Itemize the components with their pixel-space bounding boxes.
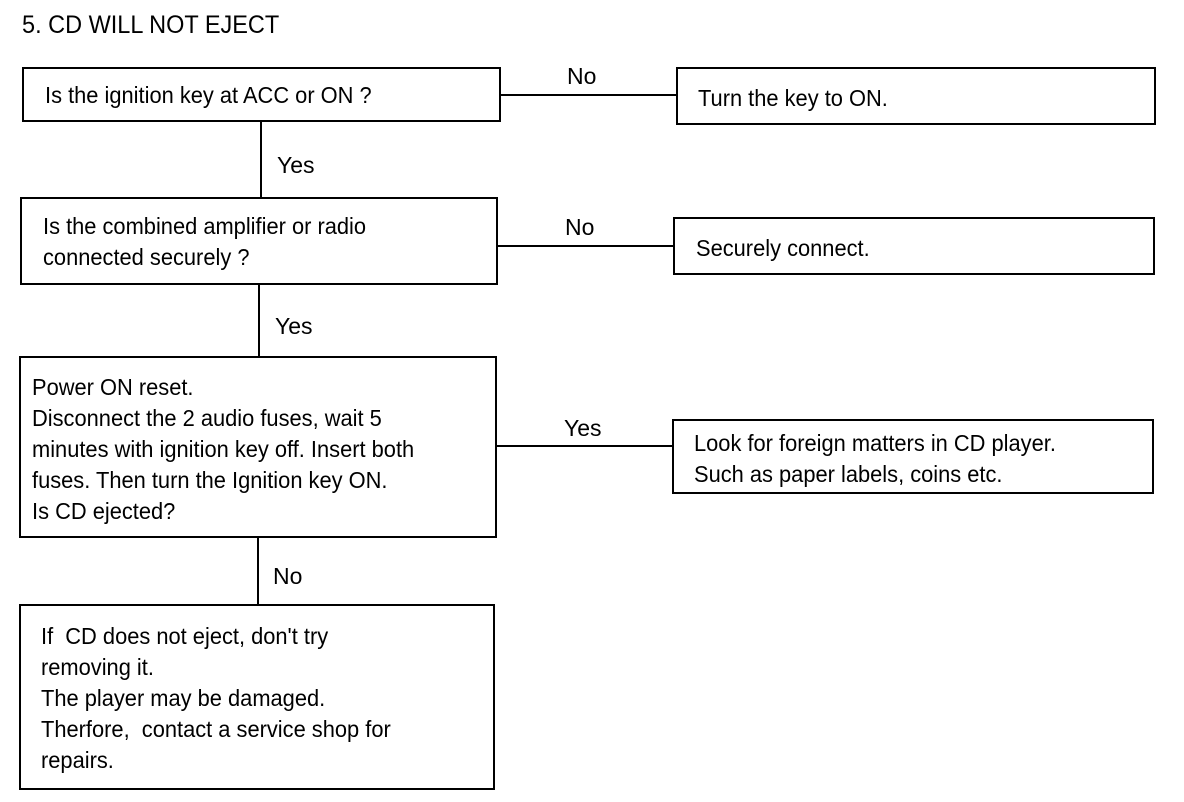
edge-label-q2-no: No (565, 214, 595, 240)
decision-ignition-key: Is the ignition key at ACC or ON ? (22, 67, 501, 122)
decision-power-on-reset: Power ON reset. Disconnect the 2 audio f… (19, 356, 497, 538)
decision-amplifier-connected-text: Is the combined amplifier or radio conne… (43, 213, 367, 270)
terminal-contact-service: If CD does not eject, don't try removing… (19, 604, 495, 790)
action-foreign-matters-text: Look for foreign matters in CD player. S… (694, 430, 1056, 487)
decision-power-on-reset-text: Power ON reset. Disconnect the 2 audio f… (32, 374, 415, 524)
action-turn-key: Turn the key to ON. (676, 67, 1156, 125)
terminal-contact-service-text: If CD does not eject, don't try removing… (41, 623, 391, 773)
action-securely-connect: Securely connect. (673, 217, 1155, 275)
edge-label-q2-yes: Yes (275, 313, 313, 339)
edge-label-q3-yes: Yes (564, 415, 602, 441)
edge-label-q1-yes: Yes (277, 152, 315, 178)
action-foreign-matters: Look for foreign matters in CD player. S… (672, 419, 1154, 494)
decision-ignition-key-text: Is the ignition key at ACC or ON ? (45, 82, 372, 108)
action-turn-key-text: Turn the key to ON. (698, 85, 888, 111)
edge-label-q3-no: No (273, 563, 303, 589)
decision-amplifier-connected: Is the combined amplifier or radio conne… (20, 197, 498, 285)
page-title: 5. CD WILL NOT EJECT (22, 11, 280, 39)
action-securely-connect-text: Securely connect. (696, 235, 870, 261)
edge-label-q1-no: No (567, 63, 597, 89)
